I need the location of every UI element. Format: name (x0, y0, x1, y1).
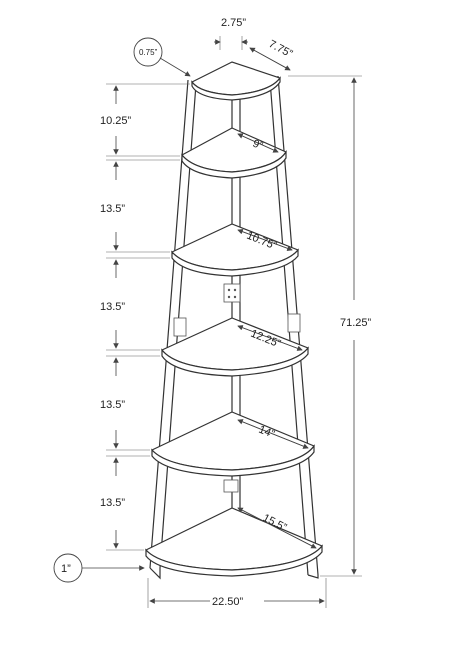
dim-bottom-thickness: 1” (53, 553, 145, 583)
label-base-width: 22.50” (212, 596, 244, 608)
dim-top-width: 2.75” (214, 17, 248, 50)
label-depth-1: 9” (251, 138, 265, 153)
label-spacing-2: 13.5” (100, 203, 125, 215)
dim-total-height: 71.25” (288, 75, 372, 577)
shelf-bottom (145, 507, 323, 577)
label-bottom-thickness: 1” (61, 563, 71, 575)
dim-thickness: 0.75” (133, 37, 191, 77)
shelves (145, 61, 323, 577)
label-top-depth: 7.75” (267, 38, 295, 61)
shelf-top (191, 61, 281, 101)
label-total-height: 71.25” (340, 317, 372, 329)
label-spacing-1: 10.25” (100, 115, 132, 127)
label-top-width: 2.75” (221, 17, 246, 29)
label-spacing-4: 13.5” (100, 399, 125, 411)
shelf-3 (171, 223, 299, 277)
shelf-5 (151, 411, 315, 477)
label-spacing-5: 13.5” (100, 497, 125, 509)
label-depth-4: 14” (257, 424, 277, 441)
shelf-2 (181, 127, 287, 179)
brackets (173, 283, 301, 493)
dim-base-width: 22.50” (147, 578, 327, 608)
shelf-4 (161, 317, 309, 377)
dim-top-depth: 7.75” (249, 38, 295, 71)
label-thickness: 0.75” (139, 48, 158, 57)
dim-left-spacings: 10.25” 13.5” 13.5” 13.5” 13.5” (100, 83, 190, 551)
label-spacing-3: 13.5” (100, 301, 125, 313)
